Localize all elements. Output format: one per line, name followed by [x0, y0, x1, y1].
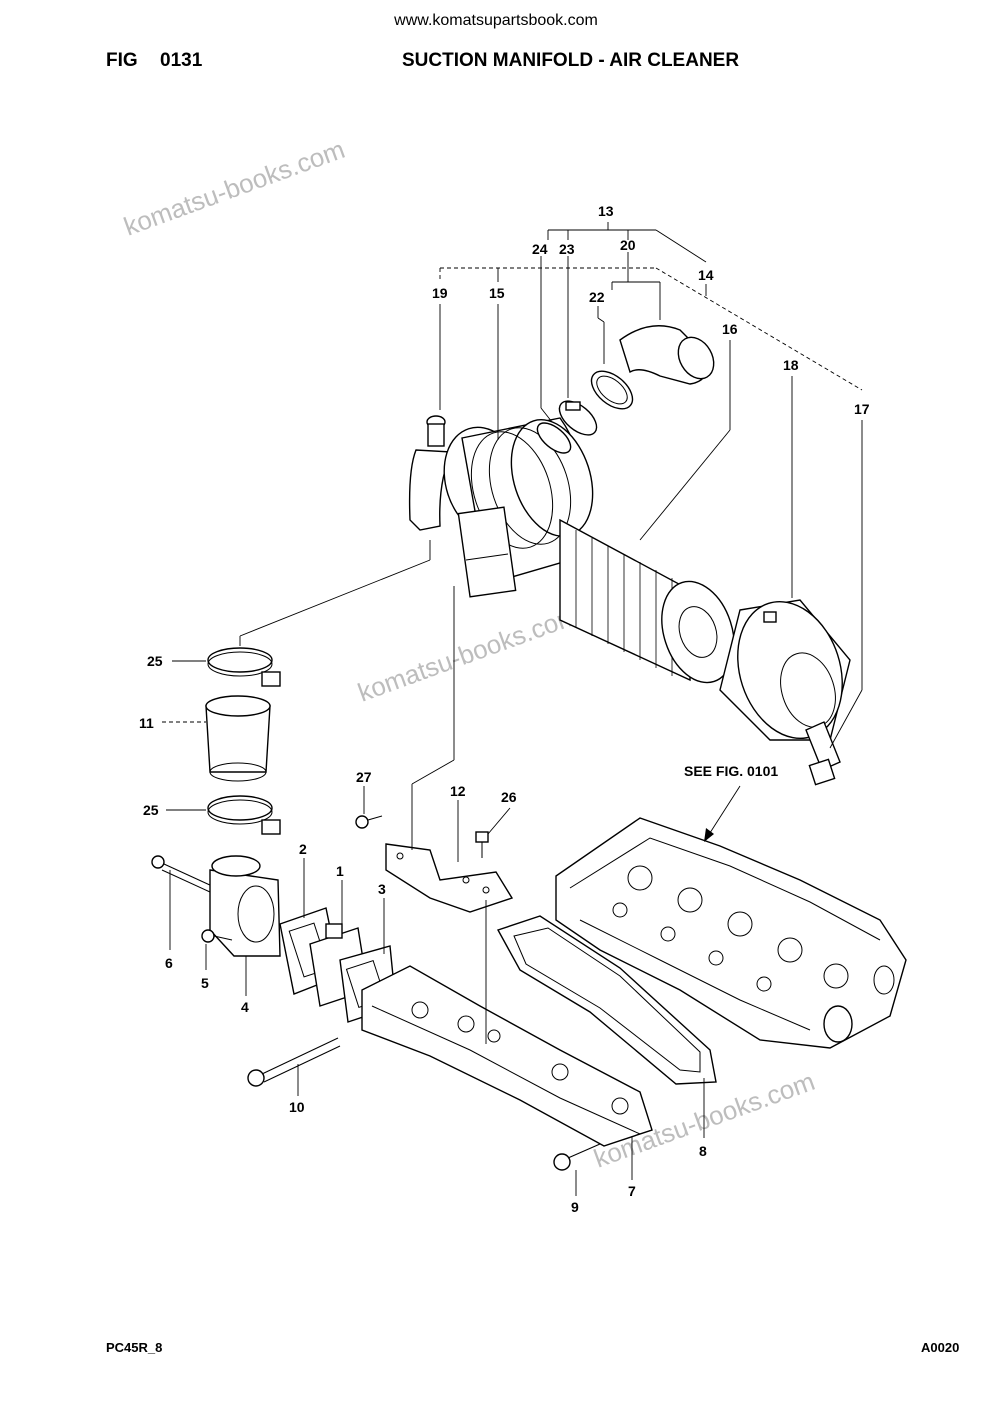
part-label-9: 9	[571, 1199, 579, 1215]
see-figure-reference: SEE FIG. 0101	[684, 763, 778, 779]
part-label-2: 2	[299, 841, 307, 857]
site-url: www.komatsupartsbook.com	[394, 12, 598, 29]
bracket	[355, 815, 514, 913]
air-cleaner-assembly	[408, 325, 851, 786]
part-label-16: 16	[722, 321, 738, 337]
part-label-13: 13	[598, 203, 614, 219]
part-label-27: 27	[356, 769, 372, 785]
part-label-26: 26	[501, 789, 517, 805]
manifold-gasket	[496, 915, 717, 1085]
figure-label: FIG	[106, 50, 138, 71]
part-label-17: 17	[854, 401, 870, 417]
part-label-19: 19	[432, 285, 448, 301]
part-label-10: 10	[289, 1099, 305, 1115]
leader-lines	[162, 222, 863, 1196]
cylinder-head	[555, 817, 907, 1049]
model-code: PC45R_8	[106, 1340, 163, 1355]
part-label-14: 14	[698, 267, 714, 283]
part-label-8: 8	[699, 1143, 707, 1159]
part-label-22: 22	[589, 289, 605, 305]
part-label-20: 20	[620, 237, 636, 253]
intake-manifold	[247, 965, 653, 1171]
watermark: komatsu-books.com	[120, 134, 349, 242]
part-label-3: 3	[378, 881, 386, 897]
page-code: A0020	[921, 1340, 960, 1355]
part-label-25-lower: 25	[143, 802, 159, 818]
watermark: komatsu-books.com	[354, 600, 583, 708]
part-label-11: 11	[139, 715, 154, 731]
inlet-connector	[151, 855, 397, 1023]
figure-number: 0131	[160, 50, 203, 71]
part-label-5: 5	[201, 975, 209, 991]
part-label-6: 6	[165, 955, 173, 971]
part-label-25-upper: 25	[147, 653, 163, 669]
figure-title: SUCTION MANIFOLD - AIR CLEANER	[402, 50, 740, 71]
hose-and-clamps	[205, 647, 281, 835]
part-label-23: 23	[559, 241, 575, 257]
part-label-24: 24	[532, 241, 548, 257]
part-label-15: 15	[489, 285, 505, 301]
part-number-labels: 1 2 3 4 5 6 7 8 9 10 11 12 13 14 15 16 1…	[139, 203, 870, 1215]
part-label-7: 7	[628, 1183, 636, 1199]
part-label-12: 12	[450, 783, 466, 799]
part-label-18: 18	[783, 357, 799, 373]
filter-element-fins	[575, 530, 673, 676]
part-label-4: 4	[241, 999, 249, 1015]
part-label-1: 1	[336, 863, 344, 879]
